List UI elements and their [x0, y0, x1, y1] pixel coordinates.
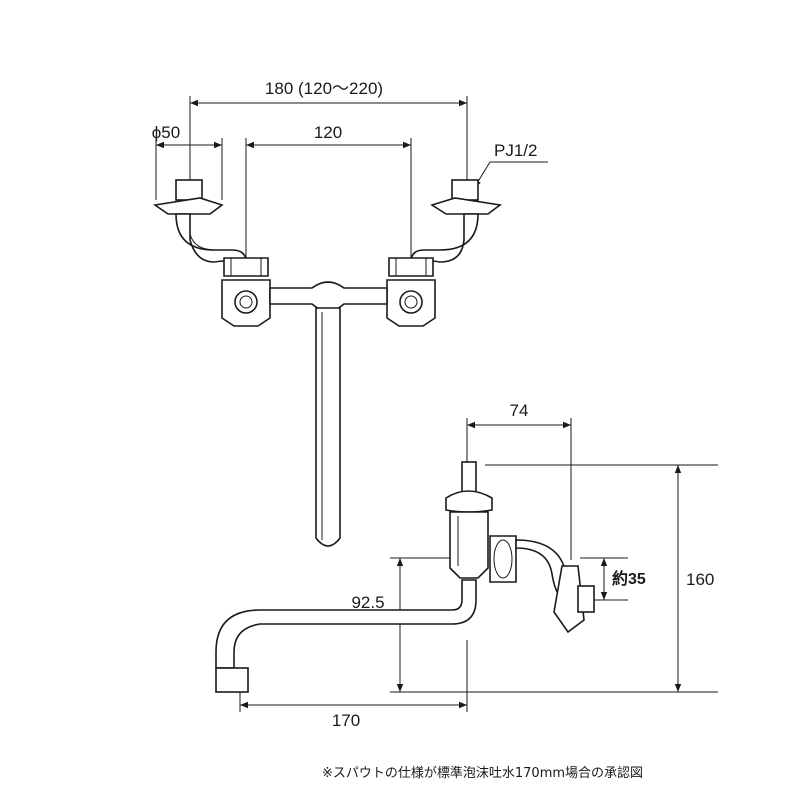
- thread-label: PJ1/2: [494, 141, 537, 160]
- mixer-body: [269, 281, 388, 312]
- dim-side-height-label: 160: [686, 570, 714, 589]
- dim-flange-label: ϕ50: [152, 123, 180, 142]
- side-nut: [489, 535, 517, 583]
- left-inlet: [152, 179, 271, 327]
- side-spout-pipe: [215, 579, 477, 669]
- dim-center-label: 120: [314, 123, 342, 142]
- front-spout: [315, 307, 341, 547]
- right-inlet: [386, 179, 502, 327]
- dim-side-depth-label: 74: [510, 401, 529, 420]
- wall-fitting: [577, 585, 595, 613]
- aerator-tip: [215, 667, 249, 693]
- dim-side-pitch-label: 約35: [612, 569, 646, 588]
- dim-overall-width-label: 180 (120～220): [265, 79, 383, 98]
- footnote: ※スパウトの仕様が標準泡沫吐水170mm場合の承認図: [322, 766, 644, 781]
- handle-stem: [461, 461, 477, 493]
- wall-flange: [553, 565, 585, 634]
- handle-cap: [445, 490, 493, 513]
- dim-spout-length-label: 170: [332, 711, 360, 730]
- front-view: 180 (120～220) ϕ50 120 PJ1/2: [152, 79, 548, 547]
- side-view: 74 160 約35 92.5 170: [215, 401, 718, 730]
- dim-spout-height-label: 92.5: [351, 593, 384, 612]
- valve-body: [449, 511, 489, 579]
